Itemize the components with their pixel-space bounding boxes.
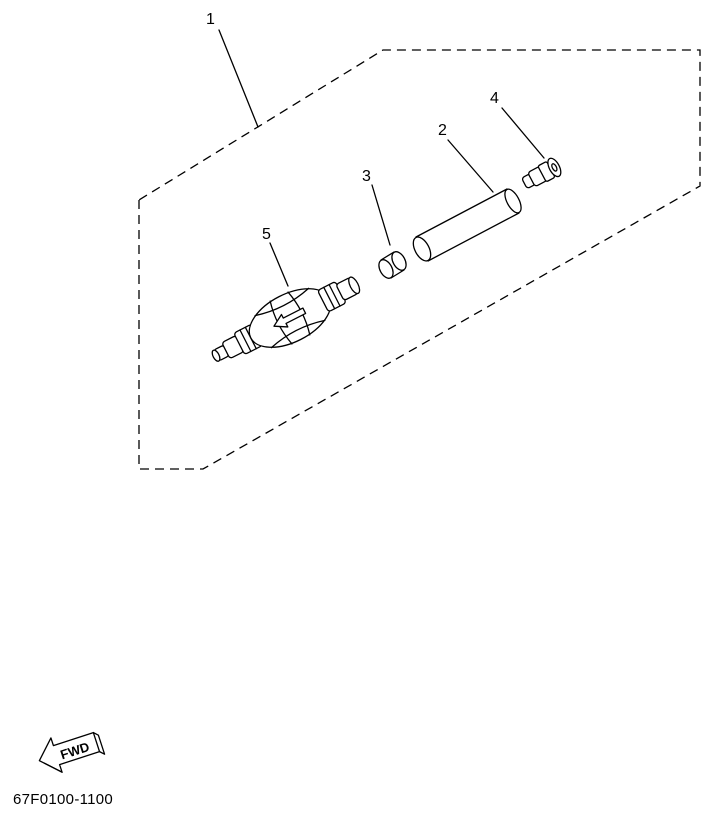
callout-2: 2: [438, 122, 447, 139]
part-5-primer-pump: [211, 276, 361, 362]
callout-4: 4: [490, 90, 499, 107]
callout-1: 1: [206, 11, 215, 28]
callout-3: 3: [362, 168, 371, 185]
leader-line-5: [269, 242, 289, 287]
part-code: 67F0100-1100: [13, 791, 114, 808]
leader-line-2: [447, 139, 494, 193]
leader-line-4: [501, 107, 545, 159]
leader-line-1: [218, 29, 259, 128]
leader-line-3: [371, 184, 391, 246]
part-2-hose: [412, 188, 522, 262]
assembly-boundary: [138, 49, 701, 470]
part-3-clip: [378, 251, 407, 279]
callout-5: 5: [262, 226, 271, 243]
fwd-arrow-icon: FWD: [38, 731, 106, 773]
part-4-connector: [521, 157, 562, 189]
